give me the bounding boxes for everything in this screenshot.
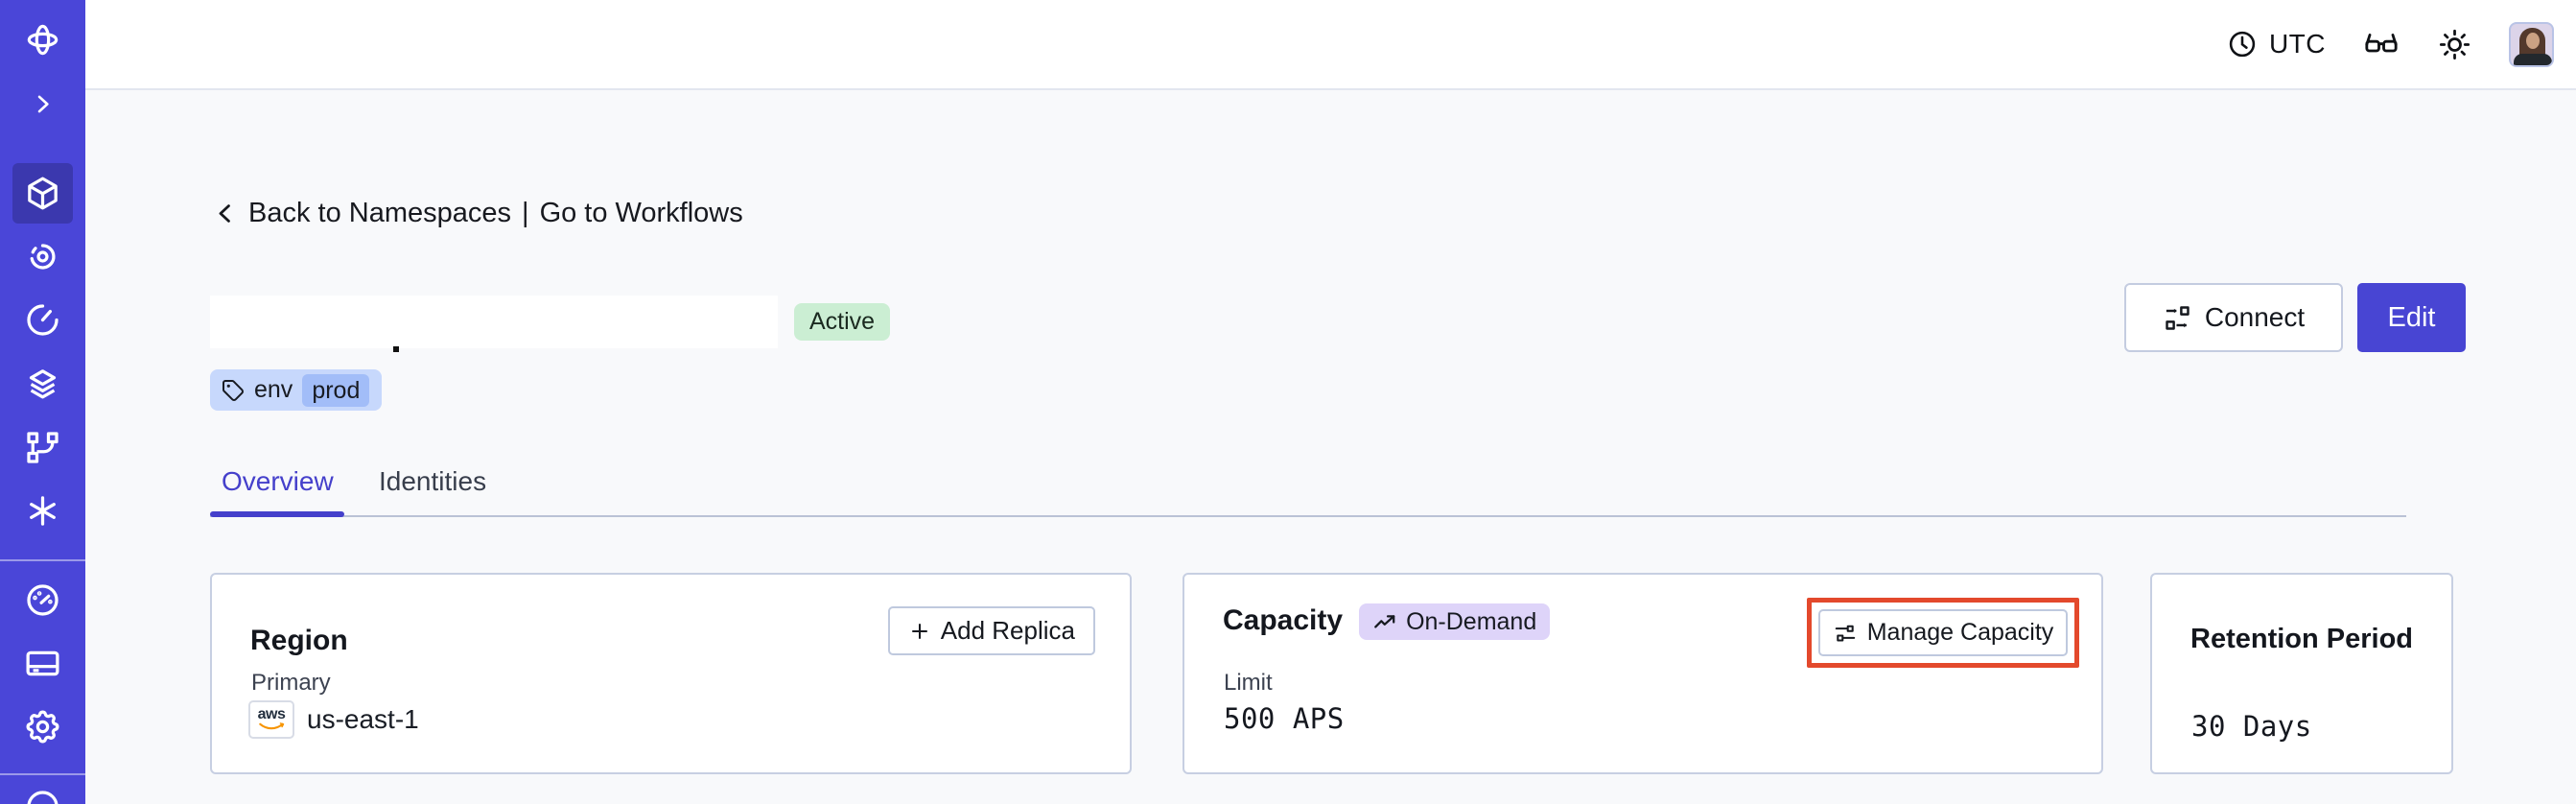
namespaces-cube-icon[interactable] (21, 172, 64, 215)
sidebar-nav (0, 0, 85, 804)
workflows-spiral-icon[interactable] (21, 235, 64, 278)
region-value-row: aws us-east-1 (248, 700, 419, 739)
status-badge: Active (794, 303, 891, 341)
go-to-workflows-link[interactable]: Go to Workflows (539, 197, 743, 228)
edit-button[interactable]: Edit (2357, 283, 2466, 352)
aws-wordmark: aws (257, 706, 286, 722)
annotation-highlight-box: Manage Capacity (1807, 598, 2079, 668)
tab-overview[interactable]: Overview (222, 466, 334, 496)
capacity-title-row: Capacity On-Demand (1223, 601, 1551, 640)
edit-button-label: Edit (2387, 301, 2436, 333)
account-circle-icon[interactable] (21, 785, 64, 804)
glasses-icon[interactable] (2362, 25, 2400, 63)
add-replica-label: Add Replica (940, 616, 1075, 645)
billing-card-icon[interactable] (21, 642, 64, 685)
usage-gauge-icon[interactable] (21, 579, 64, 622)
capacity-value: 500 APS (1224, 702, 1345, 735)
capacity-card: Capacity On-Demand Manage Capacity Limit… (1183, 573, 2103, 774)
breadcrumb-separator: | (522, 197, 529, 228)
region-card-title: Region (250, 624, 348, 656)
temporal-logo-icon[interactable] (21, 18, 64, 61)
region-value: us-east-1 (307, 704, 419, 734)
connect-button-label: Connect (2204, 302, 2306, 332)
namespace-tag-chip: env prod (210, 369, 383, 411)
sidebar-divider (0, 773, 85, 775)
sidebar-divider (0, 559, 85, 561)
redaction-artifact (393, 346, 399, 352)
tabs-divider-line (210, 515, 2406, 517)
retention-card-title: Retention Period (2190, 624, 2414, 655)
back-chevron-icon[interactable] (212, 201, 238, 226)
retention-card: Retention Period 30 Days (2150, 573, 2453, 774)
topbar: UTC (85, 0, 2576, 90)
deployments-branch-icon[interactable] (21, 426, 64, 469)
clock-icon (2226, 28, 2259, 60)
trending-up-icon (1372, 609, 1397, 634)
plus-icon (908, 620, 931, 643)
on-demand-badge-label: On-Demand (1406, 607, 1537, 635)
on-demand-badge: On-Demand (1359, 603, 1551, 640)
back-to-namespaces-link[interactable]: Back to Namespaces (248, 197, 512, 228)
schedules-timer-icon[interactable] (21, 298, 64, 342)
region-card: Region Add Replica Primary aws us-east-1 (210, 573, 1132, 774)
retention-value: 30 Days (2191, 710, 2312, 743)
capacity-limit-label: Limit (1224, 670, 1273, 696)
tag-key: env (254, 376, 293, 403)
user-avatar[interactable] (2509, 21, 2554, 67)
breadcrumb: Back to Namespaces | Go to Workflows (212, 195, 743, 231)
settings-gear-icon[interactable] (21, 705, 64, 748)
expand-chevron-icon[interactable] (21, 83, 64, 126)
stack-layers-icon[interactable] (21, 363, 64, 406)
namespace-title-redacted (210, 296, 778, 348)
aws-provider-icon: aws (248, 700, 294, 739)
manage-capacity-label: Manage Capacity (1866, 619, 2054, 646)
avatar-face (2526, 32, 2540, 49)
tag-icon (222, 379, 245, 402)
connect-button[interactable]: Connect (2124, 283, 2343, 352)
tag-value: prod (302, 373, 370, 407)
tab-identities[interactable]: Identities (379, 466, 487, 496)
capacity-card-title: Capacity (1223, 603, 1344, 636)
avatar-body (2514, 53, 2552, 65)
add-replica-button[interactable]: Add Replica (887, 606, 1095, 655)
timezone-selector[interactable]: UTC (2226, 28, 2326, 60)
light-mode-icon[interactable] (2437, 27, 2472, 62)
region-primary-label: Primary (251, 670, 331, 696)
manage-capacity-button[interactable]: Manage Capacity (1818, 609, 2068, 656)
nexus-asterisk-icon[interactable] (21, 489, 64, 532)
active-tab-underline (210, 511, 344, 517)
connect-icon (2163, 303, 2192, 333)
timezone-label: UTC (2268, 29, 2326, 59)
sliders-icon (1833, 621, 1858, 646)
